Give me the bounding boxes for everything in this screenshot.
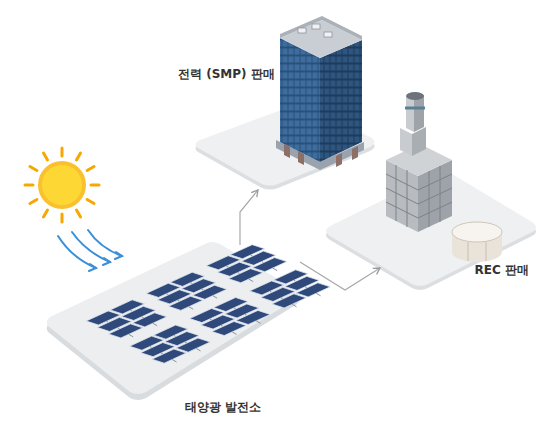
plant-node: 태양광 발전소 [45,245,300,420]
sales-node: REC 판매 [380,200,535,285]
solar-panel [169,296,203,310]
sun-ray [61,148,64,156]
sun-ray [61,214,64,222]
panel-leg [129,334,133,337]
flow-arrow [300,262,380,290]
solar-panel [272,294,306,308]
sun-ray [44,153,48,160]
sun [25,148,99,222]
sun-ray [30,200,37,204]
panel-leg [196,348,200,351]
solar-panel [176,338,210,352]
solar-panel [296,283,330,297]
node-label: 태양광 발전소 [185,399,261,416]
solar-panel [133,313,167,327]
panel-leg [316,293,320,296]
node-label: 전력 (SMP) 판매 [178,66,275,83]
sun-ray [44,210,48,217]
flow-arrow [240,190,258,245]
panel-leg [172,360,176,363]
sun-ray [87,167,94,171]
power-plant [326,92,536,290]
panel-leg [249,279,253,282]
solar-panel [152,349,186,363]
solar-panel [253,258,287,272]
sun-ray [77,210,81,217]
panel-leg [292,304,296,307]
solar-panel [212,321,246,335]
solar-panel [109,324,143,338]
sunlight-arrows [58,230,122,271]
solar-panel [236,310,270,324]
node-label: REC 판매 [475,262,529,279]
solar-panel [193,285,227,299]
sun-ray [30,167,37,171]
panel-leg [256,321,260,324]
panel-leg [213,296,217,299]
panel-leg [232,332,236,335]
panel-leg [273,268,277,271]
sun-ray [91,184,99,187]
sun-ray [77,153,81,160]
office-building [195,16,374,190]
panel-leg [189,307,193,310]
panel-leg [153,323,157,326]
solar-panel [229,269,263,283]
solar-plant-platform [47,242,331,400]
sun-ray [25,184,33,187]
sun-ray [87,200,94,204]
sales-node: 전력 (SMP) 판매 [170,60,370,190]
